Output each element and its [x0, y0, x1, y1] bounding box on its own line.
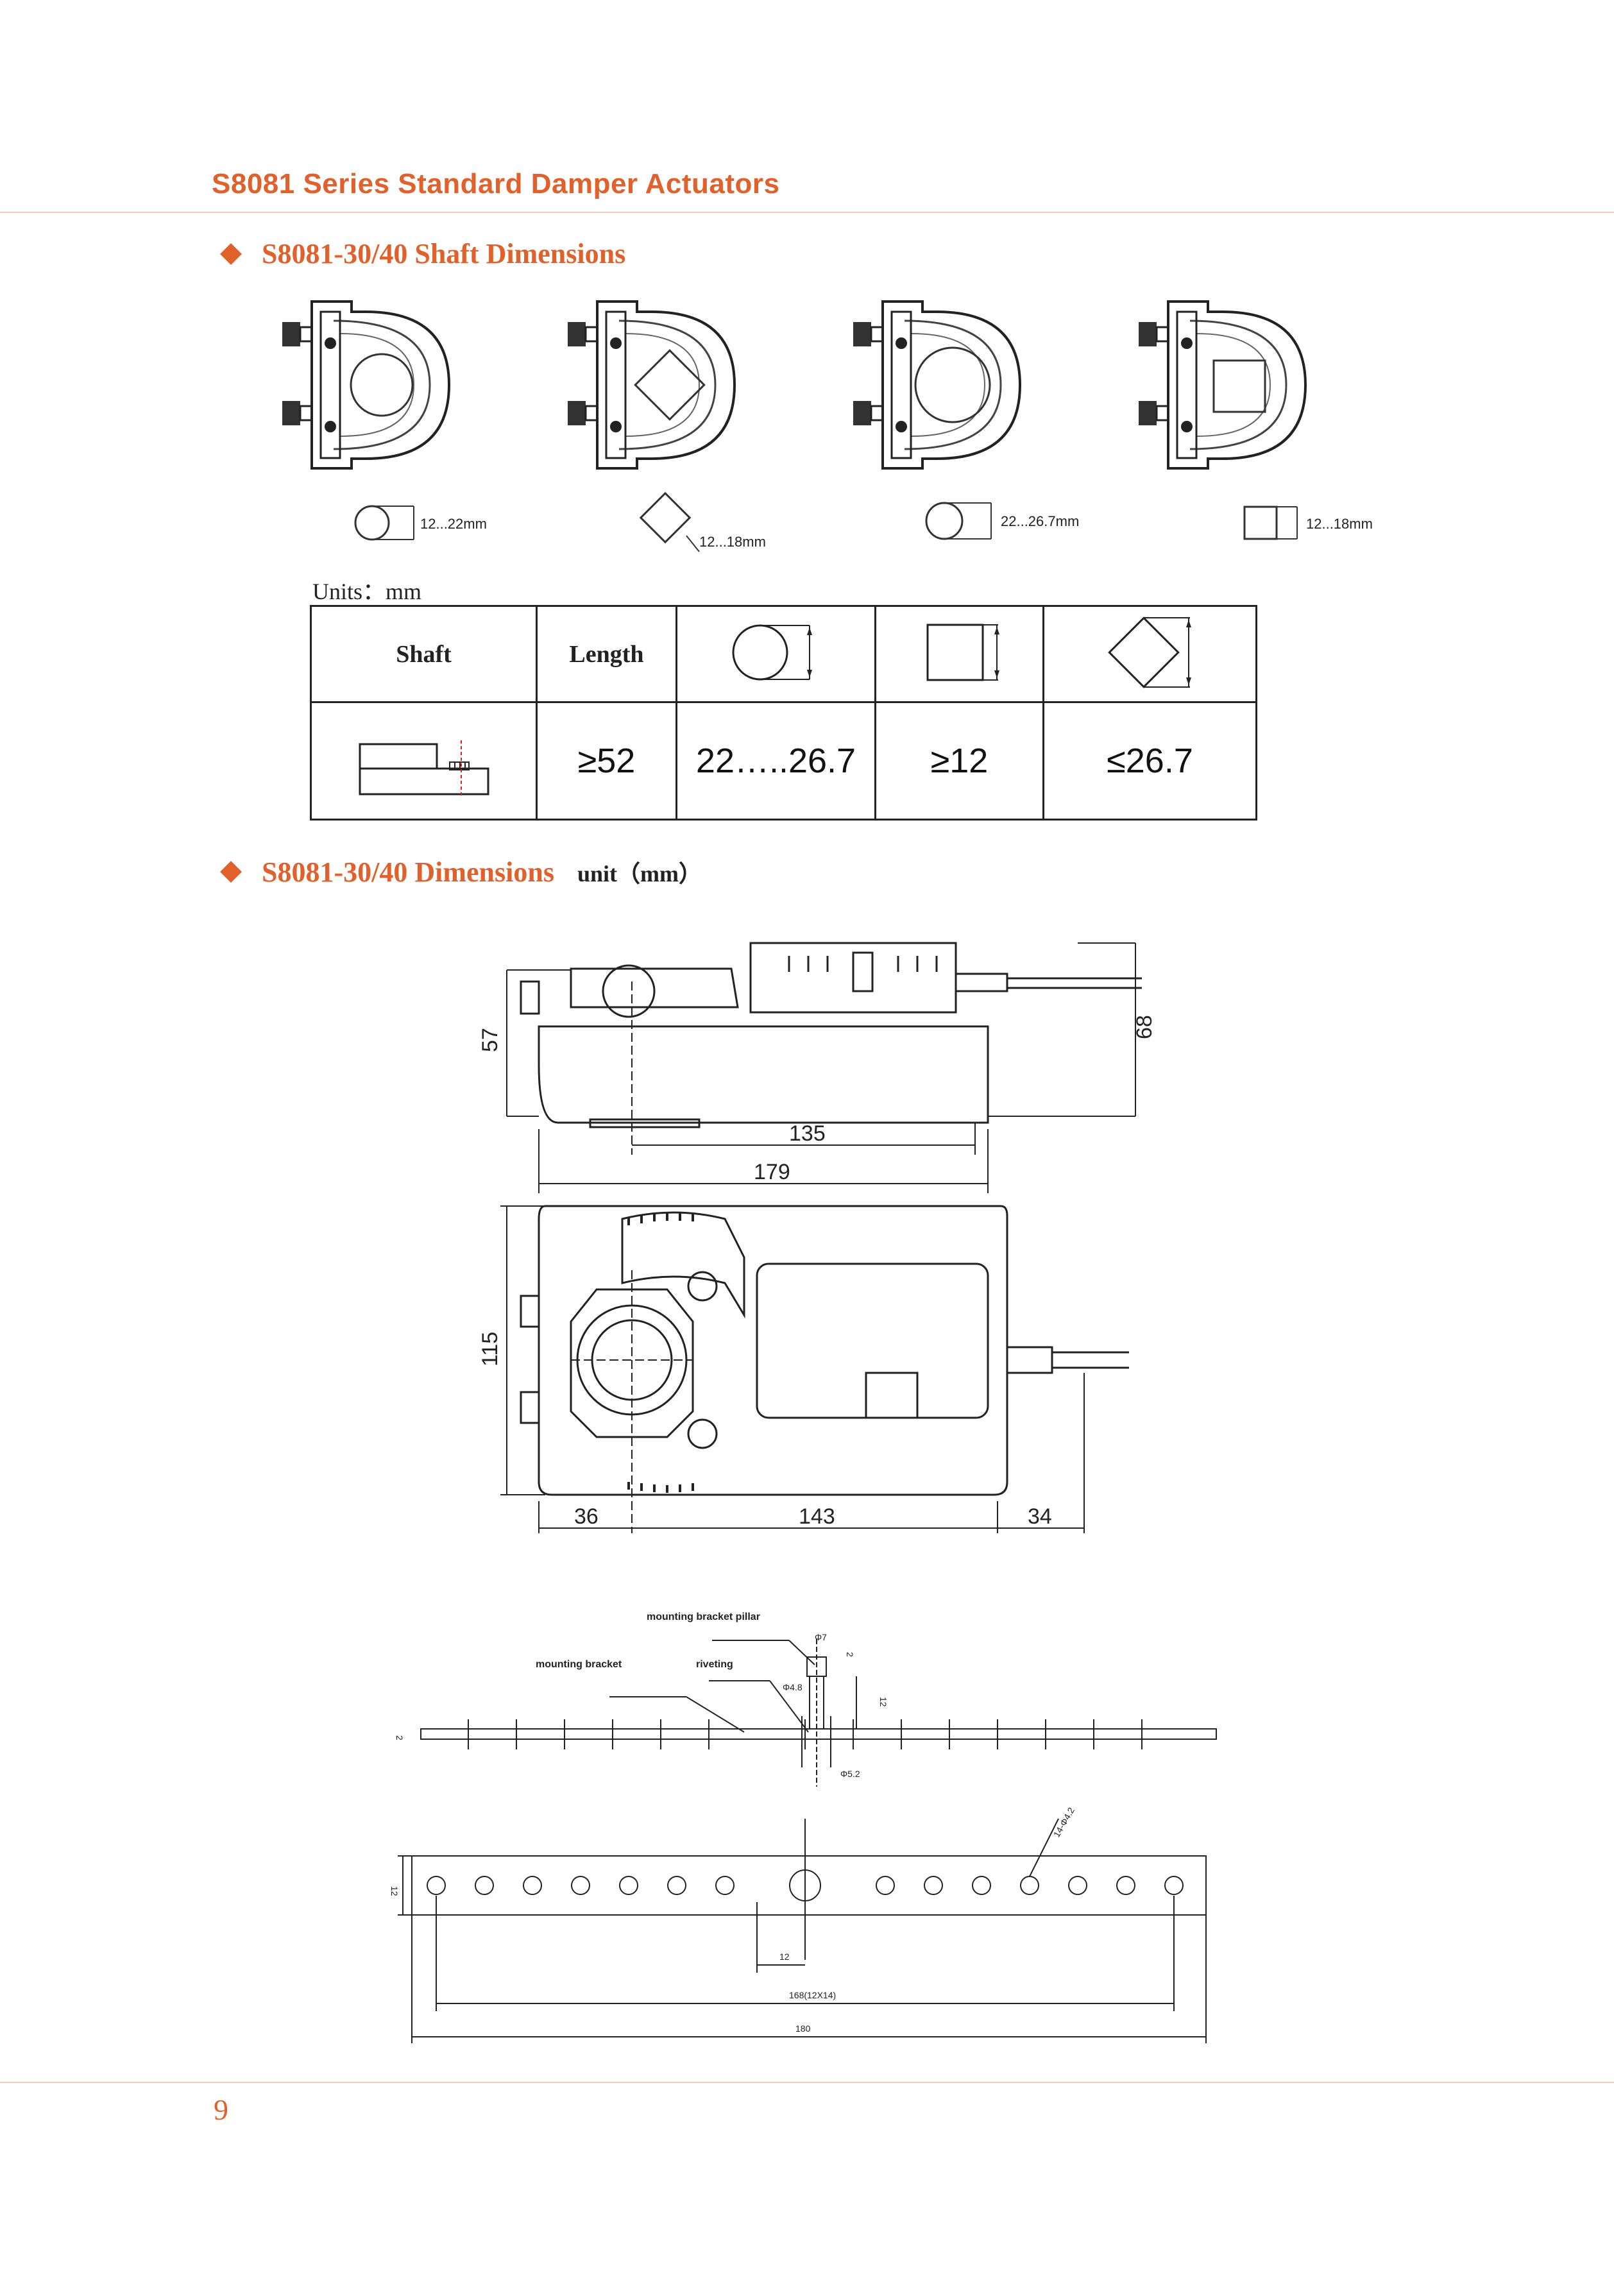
- dim-57: 57: [478, 1028, 502, 1052]
- dim-2-top: 2: [845, 1652, 855, 1657]
- square-shaft-value: ≥12: [874, 701, 1044, 821]
- units-label: Units：mm: [312, 579, 422, 604]
- document-header-title: S8081 Series Standard Damper Actuators: [212, 168, 780, 200]
- header-shaft: Shaft: [310, 605, 538, 703]
- shaft-spec-table: Shaft Length: [310, 605, 1257, 821]
- dim-phi7: Φ7: [815, 1632, 827, 1642]
- dim-68: 68: [1132, 1015, 1155, 1039]
- shaft-label-4: 12...18mm: [1306, 516, 1373, 532]
- header-length: Length: [536, 605, 677, 703]
- shaft-length-diagram: [310, 701, 538, 821]
- shaft-label-2: 12...18mm: [699, 534, 766, 550]
- section-unit: unit（mm）: [577, 861, 702, 887]
- mounting-bracket-drawing: mounting bracket pillar mounting bracket…: [389, 1611, 1217, 2043]
- strip-ticks: [468, 1719, 1143, 1749]
- dim-179: 179: [754, 1160, 790, 1184]
- shaft-symbol-round-1: [354, 505, 414, 541]
- dim-115: 115: [478, 1332, 502, 1366]
- dim-135: 135: [789, 1121, 826, 1146]
- dim-12-pillar: 12: [878, 1697, 888, 1707]
- length-value: ≥52: [536, 701, 677, 821]
- shaft-label-1: 12...22mm: [420, 516, 487, 532]
- label-mounting-bracket-pillar: mounting bracket pillar: [647, 1611, 760, 1622]
- dim-phi48: Φ4.8: [783, 1682, 803, 1692]
- section-heading-dimensions: S8081-30/40 Dimensions unit（mm）: [220, 855, 702, 889]
- dim-36: 36: [574, 1504, 599, 1529]
- dim-34: 34: [1028, 1504, 1052, 1529]
- dim-2-side: 2: [395, 1735, 405, 1740]
- round-shaft-value: 22…..26.7: [675, 701, 876, 821]
- shaft-symbol-round-2: [925, 502, 992, 540]
- header-diamond-shaft-icon: [1042, 605, 1257, 703]
- footer-divider: [0, 2082, 1614, 2083]
- dim-180: 180: [795, 2023, 811, 2034]
- shaft-label-3: 22...26.7mm: [1001, 513, 1079, 529]
- dim-holes: 14-Φ4.2: [1051, 1805, 1076, 1839]
- table-data-row: ≥52 22…..26.7 ≥12 ≤26.7: [310, 701, 1257, 821]
- label-riveting: riveting: [696, 1659, 733, 1670]
- dim-12-plate: 12: [389, 1886, 400, 1896]
- dim-phi52: Φ5.2: [840, 1769, 860, 1779]
- diamond-bullet-icon: [220, 242, 242, 265]
- label-mounting-bracket: mounting bracket: [536, 1659, 622, 1670]
- dim-143: 143: [799, 1504, 835, 1529]
- header-divider: [0, 212, 1614, 213]
- shaft-symbol-square: [1243, 506, 1298, 540]
- dim-168: 168(12X14): [789, 1990, 836, 2000]
- dim-12-hole-pitch: 12: [779, 1952, 790, 1962]
- shaft-clamp-illustrations: 12...22mm 12...18mm 22...26.7mm 12...18m…: [281, 300, 1373, 552]
- section-title: S8081-30/40 Dimensions: [262, 856, 554, 888]
- section-title: S8081-30/40 Shaft Dimensions: [262, 238, 626, 269]
- shaft-symbol-diamond: [639, 491, 700, 552]
- section-heading-shaft-dimensions: S8081-30/40 Shaft Dimensions: [220, 237, 626, 270]
- diamond-shaft-value: ≤26.7: [1042, 701, 1257, 821]
- diamond-bullet-icon: [220, 861, 242, 883]
- page-number: 9: [214, 2093, 228, 2126]
- header-square-shaft-icon: [874, 605, 1044, 703]
- header-round-shaft-icon: [675, 605, 876, 703]
- actuator-dimension-drawing: 57 68 135 179 115 36 143 34: [478, 942, 1155, 1533]
- table-header-row: Shaft Length: [310, 605, 1257, 703]
